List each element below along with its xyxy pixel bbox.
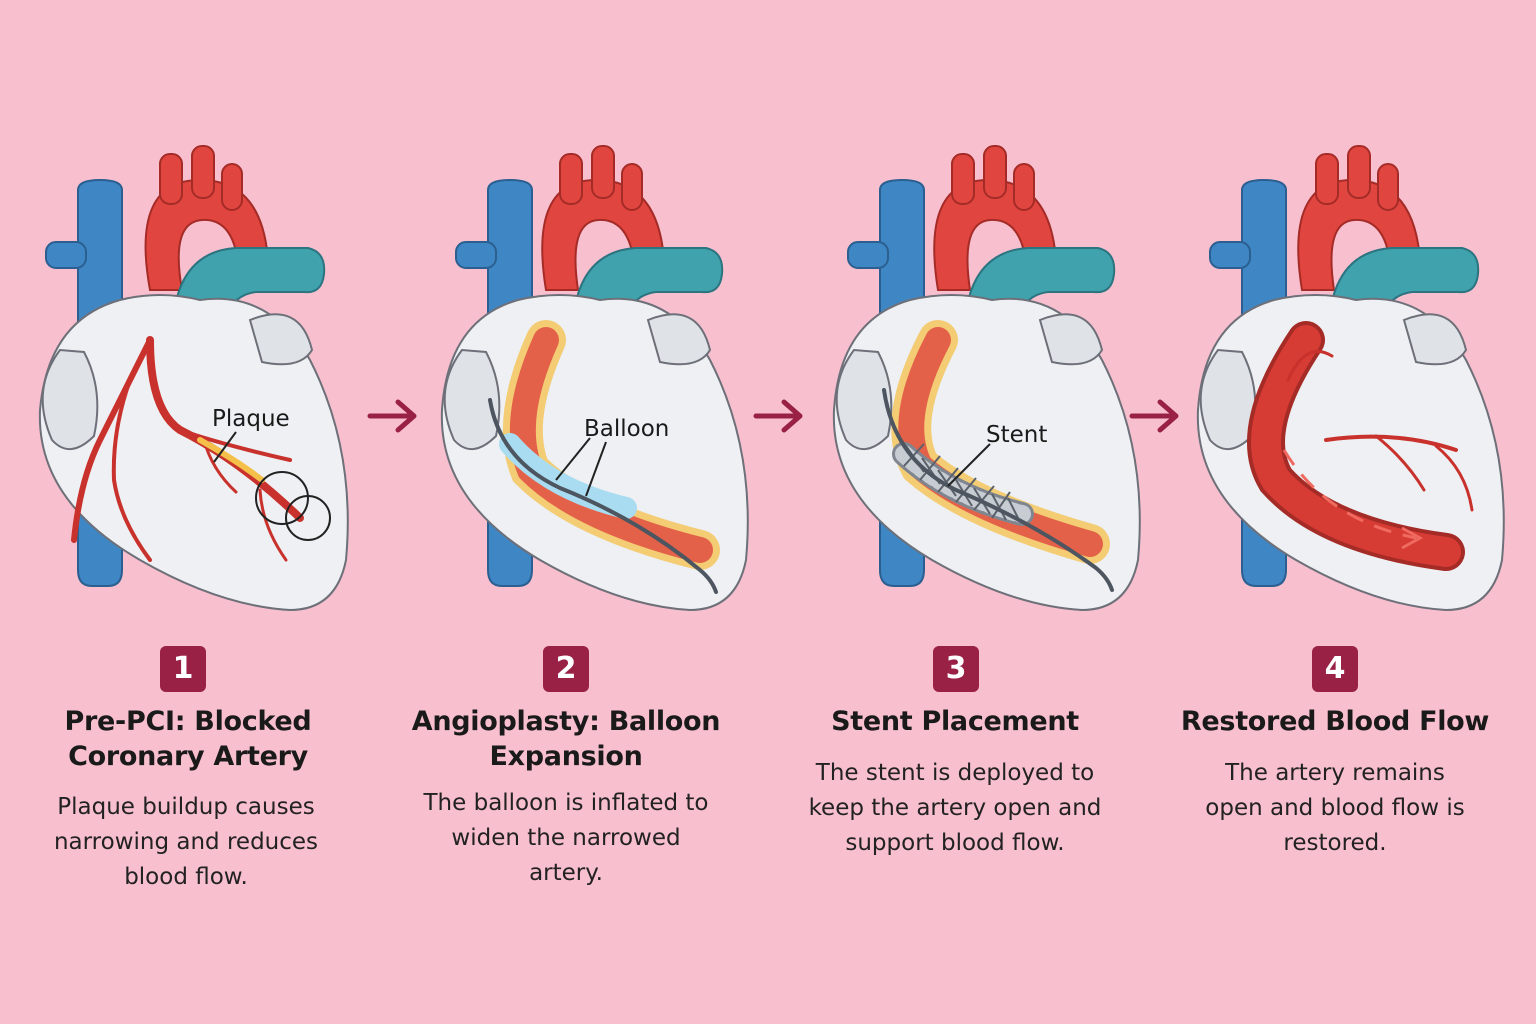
arrow-right-icon [753, 399, 803, 433]
step-badge-2: 2 [543, 646, 589, 692]
step-badge-3: 3 [933, 646, 979, 692]
arrow-right-icon [367, 399, 417, 433]
balloon-callout-label: Balloon [584, 416, 669, 442]
heart-balloon-icon: Balloon [440, 145, 749, 612]
step-description-4: The artery remains open and blood flow i… [1205, 760, 1465, 856]
step-badge-1: 1 [160, 646, 206, 692]
step-description-1: Plaque buildup causes narrowing and redu… [53, 794, 319, 890]
step-title-1: Pre-PCI: Blocked Coronary Artery [64, 706, 312, 772]
step-title-2: Angioplasty: Balloon Expansion [411, 706, 721, 772]
step-panel-2: Balloon 2 Angioplasty: Balloon Expansion… [400, 0, 780, 1024]
plaque-callout-label: Plaque [212, 406, 290, 432]
step-description-2: The balloon is inflated to widen the nar… [423, 790, 709, 886]
heart-stent-icon: Stent [832, 145, 1141, 612]
step-panel-3: Stent 3 Stent Placement The stent is dep… [800, 0, 1180, 1024]
stent-callout-label: Stent [986, 422, 1047, 448]
arrow-right-icon [1129, 399, 1179, 433]
heart-restored-flow-icon [1196, 145, 1505, 612]
step-description-3: The stent is deployed to keep the artery… [808, 760, 1102, 856]
heart-blocked-artery-icon: Plaque [38, 145, 349, 612]
step-title-3: Stent Placement [831, 706, 1079, 737]
step-badge-4: 4 [1312, 646, 1358, 692]
step-title-4: Restored Blood Flow [1180, 706, 1490, 737]
step-panel-4: 4 Restored Blood Flow The artery remains… [1156, 0, 1536, 1024]
step-panel-1: Plaque 1 Pre-PCI: Blocked Coronary Arter… [0, 0, 380, 1024]
